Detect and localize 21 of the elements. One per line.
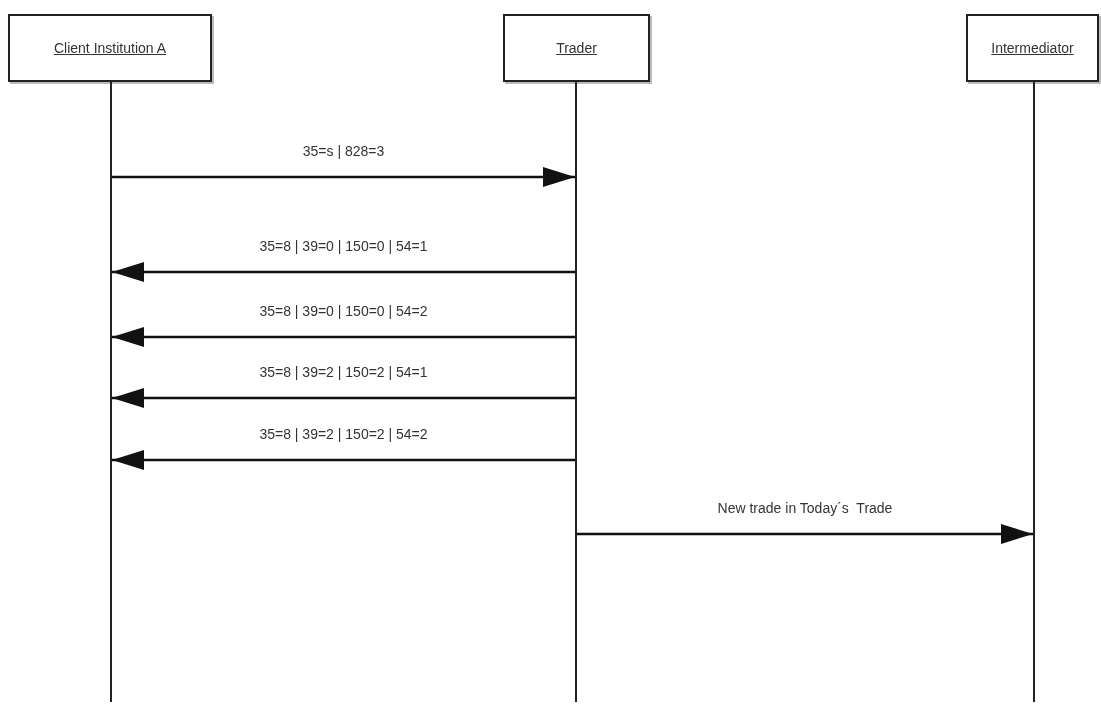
participant-name: Trader <box>556 40 597 56</box>
message-arrow <box>112 388 575 408</box>
message-label: 35=8 | 39=0 | 150=0 | 54=2 <box>257 303 430 319</box>
message-label: 35=8 | 39=2 | 150=2 | 54=1 <box>257 364 430 380</box>
lifeline <box>110 82 112 702</box>
message-arrow <box>112 167 575 187</box>
message-arrow <box>112 327 575 347</box>
message-arrow <box>112 450 575 470</box>
participant-box <box>8 14 212 82</box>
participant-name: Intermediator <box>991 40 1074 56</box>
message-label: New trade in Today´s Trade <box>715 500 895 516</box>
message-arrow <box>577 524 1033 544</box>
lifeline <box>1033 82 1035 702</box>
participant-name: Client Institution A <box>53 40 167 56</box>
message-label: 35=8 | 39=0 | 150=0 | 54=1 <box>257 238 430 254</box>
message-label: 35=8 | 39=2 | 150=2 | 54=2 <box>257 426 430 442</box>
participant-box <box>503 14 650 82</box>
message-label: 35=s | 828=3 <box>300 143 387 159</box>
message-arrow <box>112 262 575 282</box>
participant-box <box>966 14 1099 82</box>
lifeline <box>575 82 577 702</box>
